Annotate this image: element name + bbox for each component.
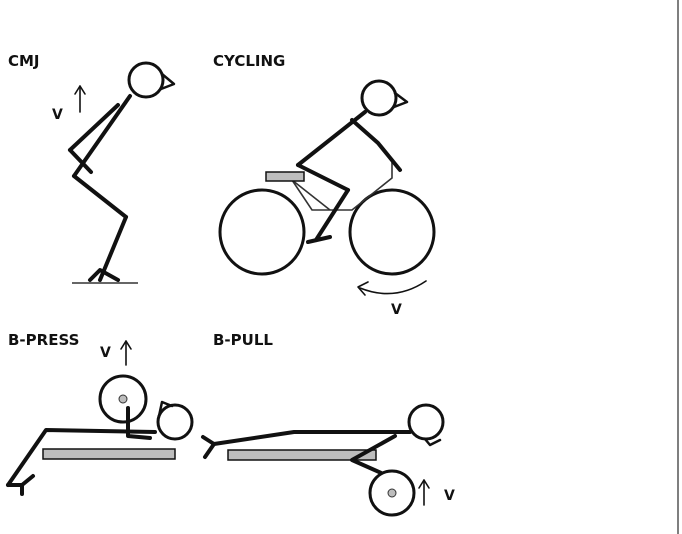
cycling-title: CYCLING (213, 52, 285, 70)
bpull-velocity-arrow (418, 479, 430, 506)
bpress-velocity-arrow (120, 340, 132, 366)
bpress-panel: B-PRESS V (6, 331, 194, 496)
cycling-panel: CYCLING V (213, 52, 436, 318)
cycling-velocity-label: V (391, 302, 402, 318)
bpull-title: B-PULL (213, 331, 273, 349)
cmj-velocity-label: V (52, 107, 63, 123)
cmj-stick-figure (68, 61, 176, 284)
bpress-bench (42, 448, 176, 460)
bpress-velocity-label: V (100, 345, 111, 361)
cmj-velocity-arrow (74, 85, 86, 113)
bpull-barbell (368, 469, 416, 517)
bpress-title: B-PRESS (8, 331, 79, 349)
cycling-velocity-arrow (357, 280, 427, 296)
bicycle (218, 162, 436, 276)
cmj-panel: CMJ V (8, 52, 176, 284)
bpress-stick-figure (6, 400, 194, 496)
cmj-title: CMJ (8, 52, 40, 70)
cycling-stick-figure (296, 79, 409, 244)
bpress-barbell (98, 374, 148, 424)
bpull-bench (227, 449, 377, 461)
bpull-velocity-label: V (444, 488, 455, 504)
bpull-stick-figure (201, 403, 445, 478)
bpull-panel: B-PULL V (201, 331, 455, 517)
